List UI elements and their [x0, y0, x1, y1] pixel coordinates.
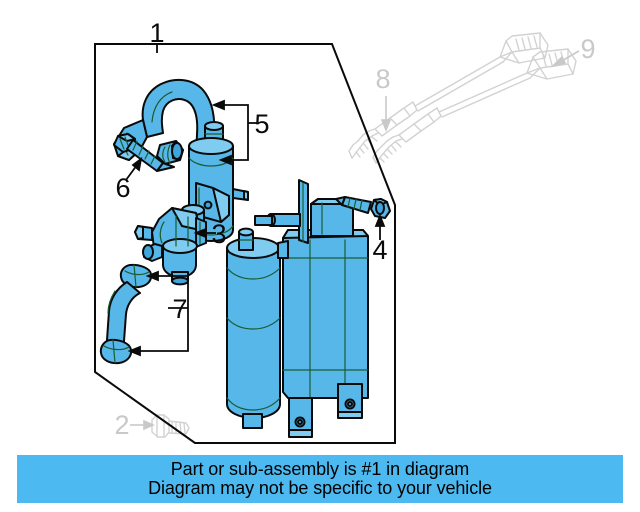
- highlight-leaders-layer: [125, 99, 386, 357]
- callout-labels-layer: 1 5 6 3 7 4 2 8 9: [114, 18, 595, 440]
- callout-label-4[interactable]: 4: [372, 235, 387, 265]
- callout-2-leader: [130, 419, 155, 431]
- callout-label-8[interactable]: 8: [375, 64, 390, 94]
- disclaimer-line-1: Part or sub-assembly is #1 in diagram: [170, 458, 470, 479]
- callout-3-leader: [193, 227, 216, 239]
- disclaimer-banner: Part or sub-assembly is #1 in diagram Di…: [17, 455, 623, 503]
- screw-upper-left[interactable]: [113, 133, 175, 172]
- clamp-lower[interactable]: [99, 338, 133, 365]
- disclaimer-line-2: Diagram may not be specific to your vehi…: [148, 478, 492, 498]
- clamp-upper[interactable]: [119, 263, 153, 289]
- callout-6-leader: [125, 156, 143, 181]
- assembly-boundary: [94, 43, 396, 444]
- callout-4-leader: [374, 213, 386, 240]
- screw-right[interactable]: [335, 196, 391, 219]
- callout-label-9[interactable]: 9: [580, 34, 595, 64]
- callout-8-leader: [380, 96, 392, 133]
- oxygen-sensor-lower[interactable]: [372, 48, 577, 164]
- callout-label-7[interactable]: 7: [172, 294, 187, 324]
- callout-label-6[interactable]: 6: [115, 173, 130, 203]
- highlighted-parts-layer: [99, 78, 391, 438]
- vapor-canister[interactable]: [226, 179, 369, 438]
- ghost-parts-layer: [151, 32, 577, 438]
- valve-body[interactable]: [134, 204, 207, 286]
- callout-label-2[interactable]: 2: [114, 410, 129, 440]
- callout-5-leader: [211, 99, 257, 166]
- callout-9-leader: [550, 50, 580, 68]
- callout-label-5[interactable]: 5: [254, 109, 269, 139]
- oxygen-sensor-upper[interactable]: [348, 32, 549, 159]
- callout-7-leader: [127, 270, 189, 357]
- callout-label-3[interactable]: 3: [211, 219, 226, 249]
- callout-label-1[interactable]: 1: [149, 18, 164, 48]
